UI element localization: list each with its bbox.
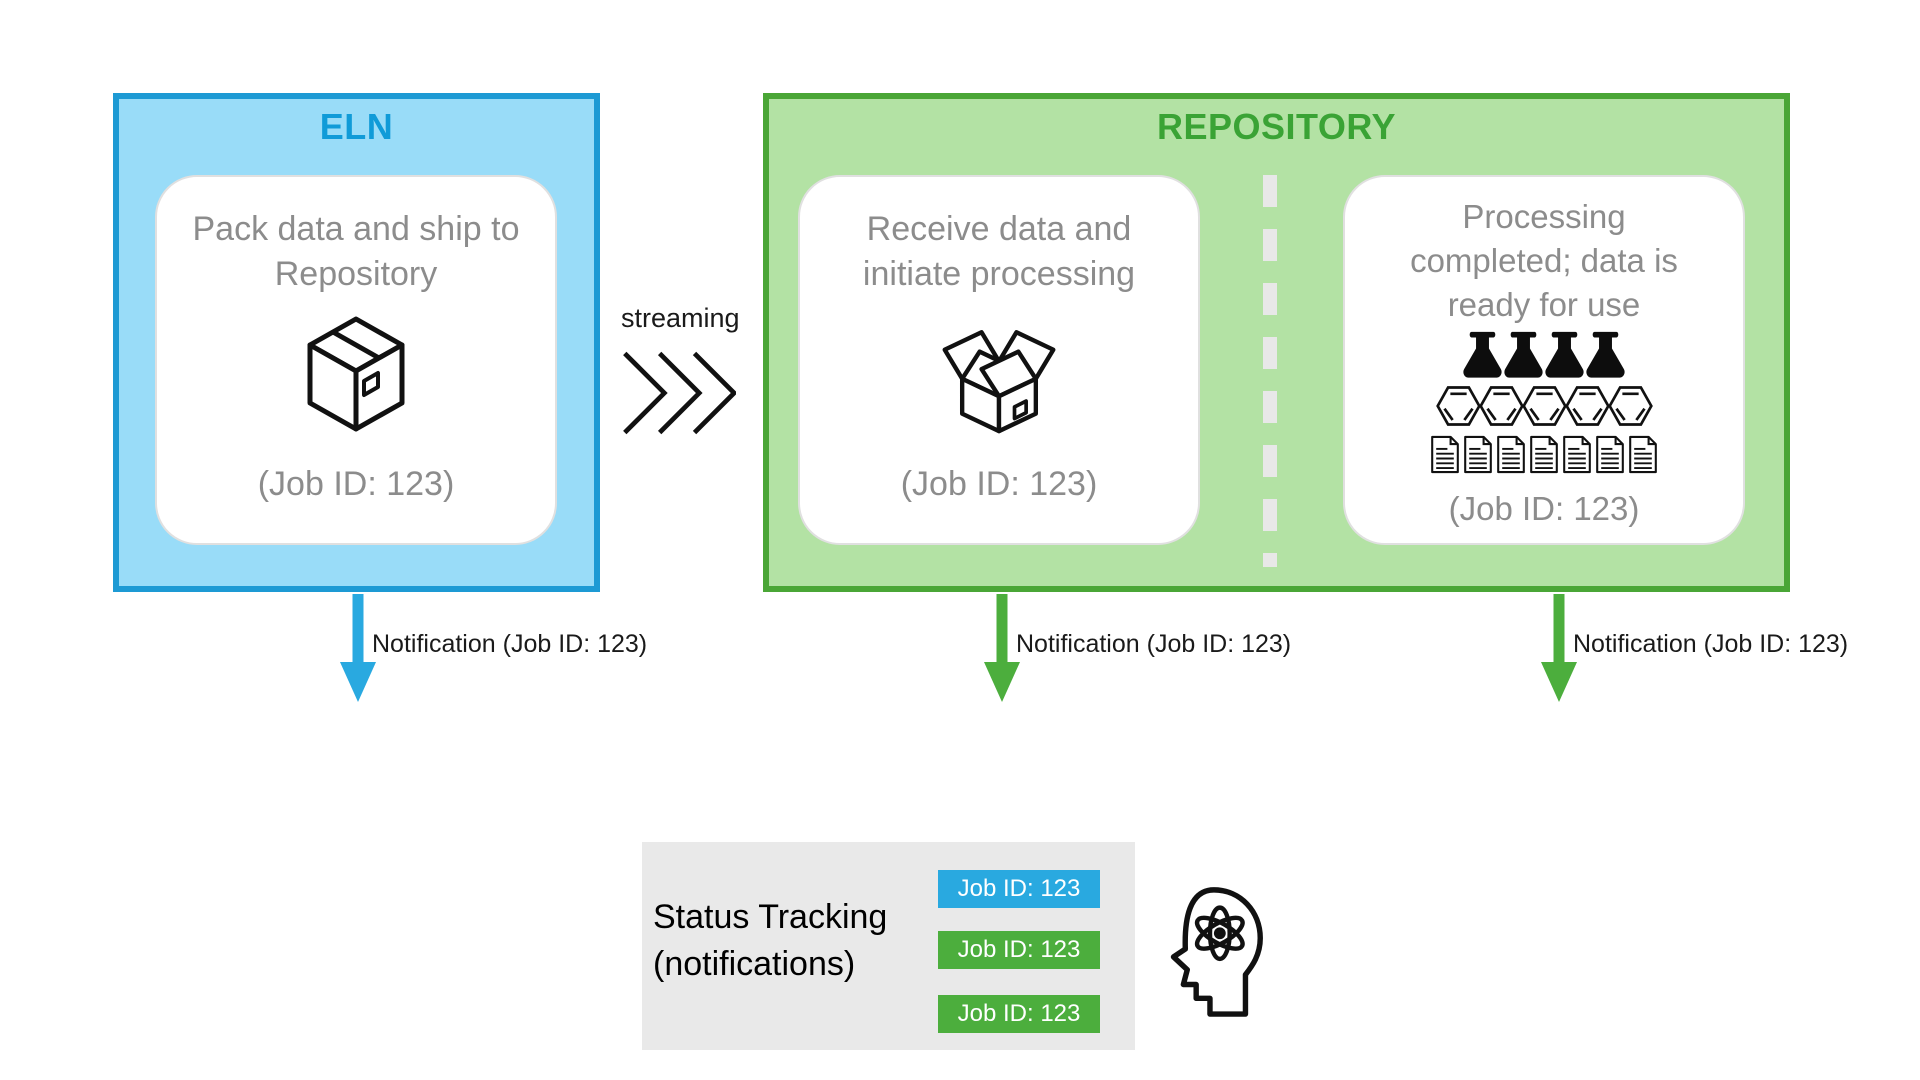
processed-card-text-line1: Processing — [1462, 198, 1626, 235]
job-id-badge: Job ID: 123 — [938, 931, 1100, 969]
flask-icons-row — [1462, 331, 1626, 379]
eln-pack-card: Pack data and ship to Repository (Job ID… — [155, 175, 557, 545]
processed-job-id-label: (Job ID: 123) — [1448, 490, 1640, 527]
eln-box: ELN Pack data and ship to Repository (Jo… — [113, 93, 600, 592]
repository-box: REPOSITORY Receive data and initiate pro… — [763, 93, 1790, 592]
hexagon-molecule-icon — [1478, 385, 1525, 427]
notification-receive: Notification (Job ID: 123) — [982, 594, 1402, 709]
receive-job-id-label: (Job ID: 123) — [900, 465, 1098, 503]
document-icon — [1429, 435, 1461, 474]
hexagon-molecule-icon — [1435, 385, 1482, 427]
molecule-icons-row — [1435, 384, 1654, 428]
status-tracking-panel: Status Tracking (notifications) Job ID: … — [642, 842, 1135, 1050]
status-title-line1: Status Tracking — [653, 898, 888, 936]
receive-card-text-line1: Receive data and — [866, 210, 1132, 248]
flask-icon — [1462, 331, 1503, 379]
streaming-connector: streaming — [621, 303, 751, 438]
document-icon — [1627, 435, 1659, 474]
head-atom-icon — [1148, 882, 1268, 1020]
hexagon-molecule-icon — [1607, 385, 1654, 427]
notification-processed: Notification (Job ID: 123) — [1539, 594, 1920, 709]
notification-eln: Notification (Job ID: 123) — [338, 594, 758, 709]
repository-title: REPOSITORY — [1156, 106, 1397, 147]
flask-icon — [1544, 331, 1585, 379]
status-title-line2: (notifications) — [653, 945, 856, 983]
document-icons-row — [1429, 434, 1660, 474]
eln-card-text-line1: Pack data and ship to — [192, 210, 520, 248]
document-icon — [1528, 435, 1560, 474]
eln-card-text-line2: Repository — [274, 255, 438, 293]
flask-icon — [1503, 331, 1544, 379]
notification-label: Notification (Job ID: 123) — [1573, 630, 1849, 658]
flask-icon — [1585, 331, 1626, 379]
notification-label: Notification (Job ID: 123) — [1016, 630, 1292, 658]
job-id-badge: Job ID: 123 — [938, 995, 1100, 1033]
eln-job-id-label: (Job ID: 123) — [257, 465, 455, 503]
streaming-chevrons-icon — [621, 348, 736, 438]
document-icon — [1462, 435, 1494, 474]
document-icon — [1561, 435, 1593, 474]
status-tracking-title: Status Tracking (notifications) — [653, 894, 887, 988]
notification-label: Notification (Job ID: 123) — [372, 630, 648, 658]
hexagon-molecule-icon — [1564, 385, 1611, 427]
hexagon-molecule-icon — [1521, 385, 1568, 427]
repository-receive-card: Receive data and initiate processing (Jo… — [798, 175, 1200, 545]
document-icon — [1495, 435, 1527, 474]
closed-package-icon — [304, 313, 408, 435]
eln-title: ELN — [319, 106, 394, 147]
processed-card-text-line2: completed; data is — [1410, 242, 1678, 279]
document-icon — [1594, 435, 1626, 474]
job-id-badge: Job ID: 123 — [938, 870, 1100, 908]
repository-processed-card: Processing completed; data is ready for … — [1343, 175, 1745, 545]
open-package-icon — [933, 309, 1065, 435]
dashed-divider — [1263, 175, 1277, 567]
streaming-label: streaming — [621, 303, 740, 333]
processed-card-text-line3: ready for use — [1447, 286, 1641, 323]
receive-card-text-line2: initiate processing — [862, 255, 1136, 293]
